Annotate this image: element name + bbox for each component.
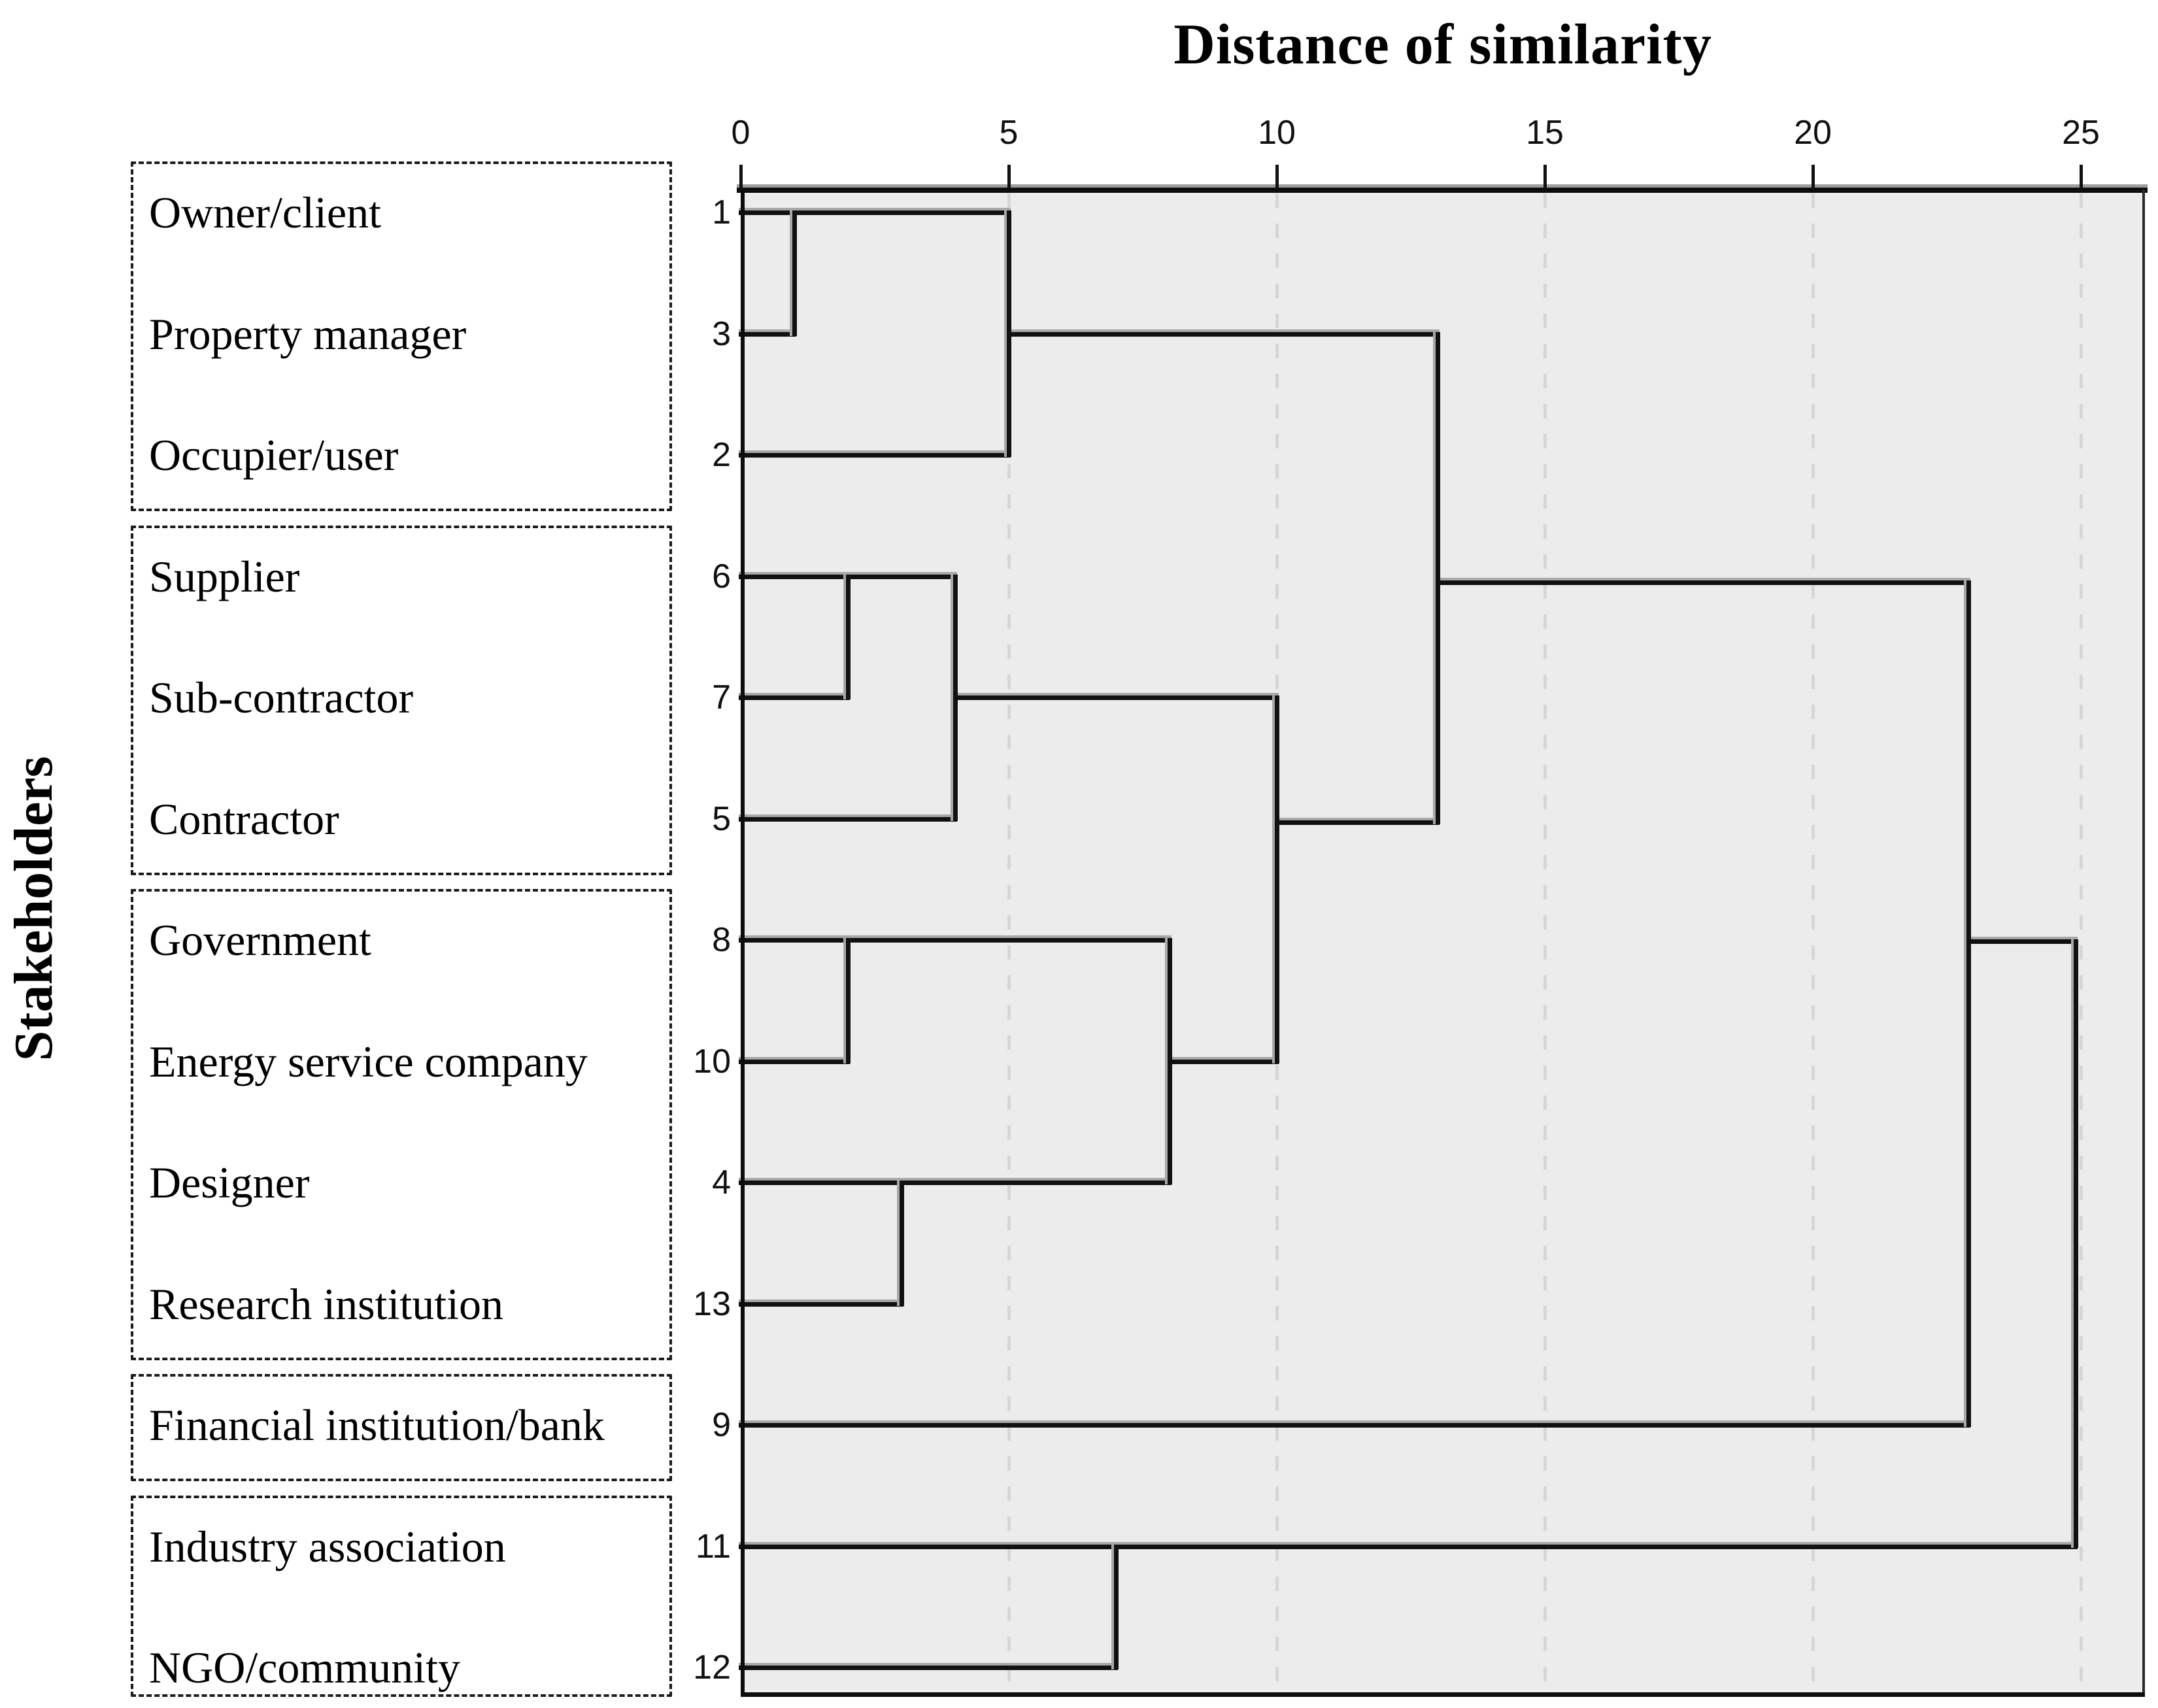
dendrogram-h-segment <box>739 1423 1970 1428</box>
stakeholder-group-box-5 <box>131 1495 672 1697</box>
dendrogram-h-segment <box>739 331 796 337</box>
x-axis-tick-15 <box>1543 165 1547 190</box>
leaf-number-2: 2 <box>712 436 731 474</box>
leaf-label-contractor: Contractor <box>149 794 339 844</box>
leaf-number-4: 4 <box>712 1164 731 1201</box>
leaf-label-financial-institution-bank: Financial institution/bank <box>149 1400 605 1450</box>
dendrogram-h-segment <box>1966 939 2078 944</box>
dendrogram-v-segment <box>1007 210 1011 457</box>
dendrogram-v-segment <box>1168 938 1172 1184</box>
leaf-number-13: 13 <box>693 1284 731 1323</box>
x-axis-tick-0 <box>739 165 743 190</box>
dendrogram-v-segment <box>1275 695 1279 1063</box>
leaf-label-industry-association: Industry association <box>149 1521 506 1571</box>
leaf-label-government: Government <box>149 915 371 965</box>
dendrogram-h-segment <box>739 1666 1118 1670</box>
x-axis-tick-10 <box>1275 165 1279 190</box>
stakeholder-group-box-2 <box>131 525 672 875</box>
leaf-label-designer: Designer <box>149 1158 310 1207</box>
x-axis-tick-label-5: 5 <box>999 114 1019 152</box>
leaf-number-6: 6 <box>712 557 731 595</box>
dendrogram-h-segment <box>739 1181 1172 1185</box>
gridline-5 <box>1007 193 1011 1694</box>
leaf-label-energy-service-company: Energy service company <box>149 1036 588 1086</box>
x-axis-tick-20 <box>1812 165 1815 190</box>
leaf-label-sub-contractor: Sub-contractor <box>149 673 414 722</box>
x-axis-line <box>737 188 2148 193</box>
dendrogram-h-segment <box>739 210 1011 215</box>
y-axis-title: Stakeholders <box>3 756 64 1062</box>
dendrogram-h-segment <box>1007 331 1440 337</box>
plot-border-right <box>2142 190 2145 1696</box>
dendrogram-v-segment <box>1114 1544 1119 1669</box>
dendrogram-v-segment <box>953 574 958 821</box>
dendrogram-h-segment <box>1168 1059 1279 1064</box>
x-axis-tick-label-25: 25 <box>2062 114 2100 152</box>
x-axis-tick-label-15: 15 <box>1526 114 1564 152</box>
dendrogram-h-segment <box>739 695 850 700</box>
plot-border-left <box>741 190 745 1696</box>
leaf-label-property-manager: Property manager <box>149 309 467 359</box>
dendrogram-v-segment <box>900 1181 904 1306</box>
x-axis-tick-label-0: 0 <box>731 114 750 152</box>
dendrogram-v-segment <box>1966 580 1971 1427</box>
leaf-number-8: 8 <box>712 921 731 959</box>
gridline-15 <box>1543 193 1547 1694</box>
leaf-label-occupier-user: Occupier/user <box>149 430 399 480</box>
leaf-number-12: 12 <box>693 1649 731 1686</box>
chart-title: Distance of similarity <box>1173 13 1712 76</box>
dendrogram-h-segment <box>739 1059 850 1064</box>
plot-area <box>741 190 2145 1696</box>
dendrogram-h-segment <box>739 1301 903 1307</box>
leaf-label-supplier: Supplier <box>149 551 300 601</box>
leaf-label-owner-client: Owner/client <box>149 188 381 237</box>
dendrogram-h-segment <box>953 695 1279 700</box>
x-axis-tick-label-20: 20 <box>1794 114 1832 152</box>
dendrogram-v-segment <box>792 210 797 336</box>
stakeholder-group-box-3 <box>131 889 672 1360</box>
dendrogram-h-segment <box>1436 580 1970 585</box>
dendrogram-v-segment <box>2073 939 2078 1549</box>
stakeholder-group-box-4 <box>131 1374 672 1481</box>
leaf-number-3: 3 <box>712 314 731 353</box>
gridline-25 <box>2080 193 2083 1694</box>
leaf-label-ngo-community: NGO/community <box>149 1643 460 1692</box>
dendrogram-h-segment <box>739 1544 2078 1549</box>
leaf-number-11: 11 <box>696 1527 731 1566</box>
leaf-number-10: 10 <box>693 1042 731 1080</box>
dendrogram-h-segment <box>1275 820 1440 826</box>
leaf-number-9: 9 <box>712 1406 731 1444</box>
x-axis-tick-label-10: 10 <box>1258 114 1296 152</box>
leaf-number-1: 1 <box>712 193 731 231</box>
x-axis-tick-5 <box>1007 165 1011 190</box>
leaf-number-7: 7 <box>712 678 731 716</box>
dendrogram-h-segment <box>739 938 1172 943</box>
gridline-20 <box>1812 193 1815 1694</box>
dendrogram-v-segment <box>846 574 851 699</box>
x-axis-tick-25 <box>2080 165 2083 190</box>
plot-border-bottom <box>741 1692 2145 1697</box>
dendrogram-h-segment <box>739 816 957 822</box>
leaf-number-5: 5 <box>712 799 731 838</box>
dendrogram-v-segment <box>846 938 851 1063</box>
leaf-label-research-institution: Research institution <box>149 1279 504 1329</box>
dendrogram-v-segment <box>1436 331 1440 825</box>
stakeholder-group-box-1 <box>131 161 672 511</box>
dendrogram-h-segment <box>739 453 1011 458</box>
